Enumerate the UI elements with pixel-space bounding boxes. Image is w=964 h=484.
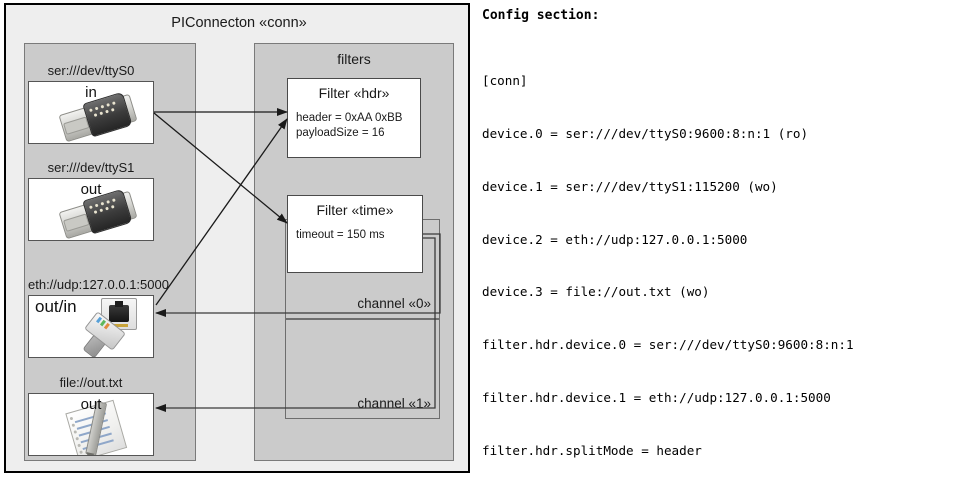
config-line: filter.hdr.splitMode = header bbox=[482, 442, 702, 458]
filter-hdr-properties: header = 0xAA 0xBB payloadSize = 16 bbox=[288, 111, 420, 141]
connection-diagram-frame: PIConnecton «conn» filters channel «0» c… bbox=[4, 3, 470, 473]
device-direction-eth: out/in bbox=[35, 297, 77, 316]
config-line: device.2 = eth://udp:127.0.0.1:5000 bbox=[482, 231, 748, 247]
filters-panel-title: filters bbox=[337, 51, 371, 67]
device-node-file[interactable]: file://out.txt out bbox=[28, 375, 154, 456]
device-node-ttys0[interactable]: ser:///dev/ttyS0 in bbox=[28, 63, 154, 144]
config-line: device.1 = ser:///dev/ttyS1:115200 (wo) bbox=[482, 178, 778, 194]
device-node-ttys1[interactable]: ser:///dev/ttyS1 out bbox=[28, 160, 154, 241]
page-title: PIConnecton «conn» bbox=[171, 15, 307, 31]
config-section: Config section: [conn] device.0 = ser://… bbox=[482, 8, 960, 484]
ethernet-icon bbox=[82, 298, 151, 357]
device-node-eth[interactable]: eth://udp:127.0.0.1:5000 out/in bbox=[28, 277, 169, 358]
config-line: filter.hdr.device.1 = eth://udp:127.0.0.… bbox=[482, 389, 831, 405]
device-box-file: out bbox=[28, 393, 154, 456]
channel-0-label: channel «0» bbox=[357, 296, 431, 311]
device-direction-file: out bbox=[80, 396, 102, 413]
device-caption-ttys0: ser:///dev/ttyS0 bbox=[47, 63, 135, 78]
device-box-eth: out/in bbox=[28, 295, 154, 358]
device-caption-eth: eth://udp:127.0.0.1:5000 bbox=[28, 277, 169, 292]
config-heading: Config section: bbox=[482, 8, 600, 23]
channel-1-panel: channel «1» bbox=[285, 319, 440, 419]
filter-time-properties: timeout = 150 ms bbox=[288, 228, 422, 243]
channel-1-label: channel «1» bbox=[357, 396, 431, 411]
device-direction-ttys0: in bbox=[85, 84, 97, 101]
config-line: filter.hdr.device.0 = ser:///dev/ttyS0:9… bbox=[482, 337, 854, 353]
device-caption-ttys1: ser:///dev/ttyS1 bbox=[47, 160, 135, 175]
device-box-ttys1: out bbox=[28, 178, 154, 241]
device-direction-ttys1: out bbox=[80, 181, 102, 198]
device-caption-file: file://out.txt bbox=[59, 375, 123, 390]
filter-time-title: Filter «time» bbox=[316, 202, 394, 218]
filter-node-hdr[interactable]: Filter «hdr» header = 0xAA 0xBB payloadS… bbox=[287, 78, 421, 158]
config-body: [conn] device.0 = ser:///dev/ttyS0:9600:… bbox=[482, 37, 960, 484]
filter-hdr-prop-header: header = 0xAA 0xBB bbox=[296, 112, 403, 124]
config-line: device.3 = file://out.txt (wo) bbox=[482, 284, 710, 300]
filter-node-time[interactable]: Filter «time» timeout = 150 ms bbox=[287, 195, 423, 273]
config-line: [conn] bbox=[482, 73, 528, 89]
filter-time-prop-timeout: timeout = 150 ms bbox=[296, 229, 385, 241]
config-line: device.0 = ser:///dev/ttyS0:9600:8:n:1 (… bbox=[482, 125, 809, 141]
device-box-ttys0: in bbox=[28, 81, 154, 144]
filter-hdr-title: Filter «hdr» bbox=[318, 85, 390, 101]
filter-hdr-prop-payloadsize: payloadSize = 16 bbox=[296, 127, 385, 139]
